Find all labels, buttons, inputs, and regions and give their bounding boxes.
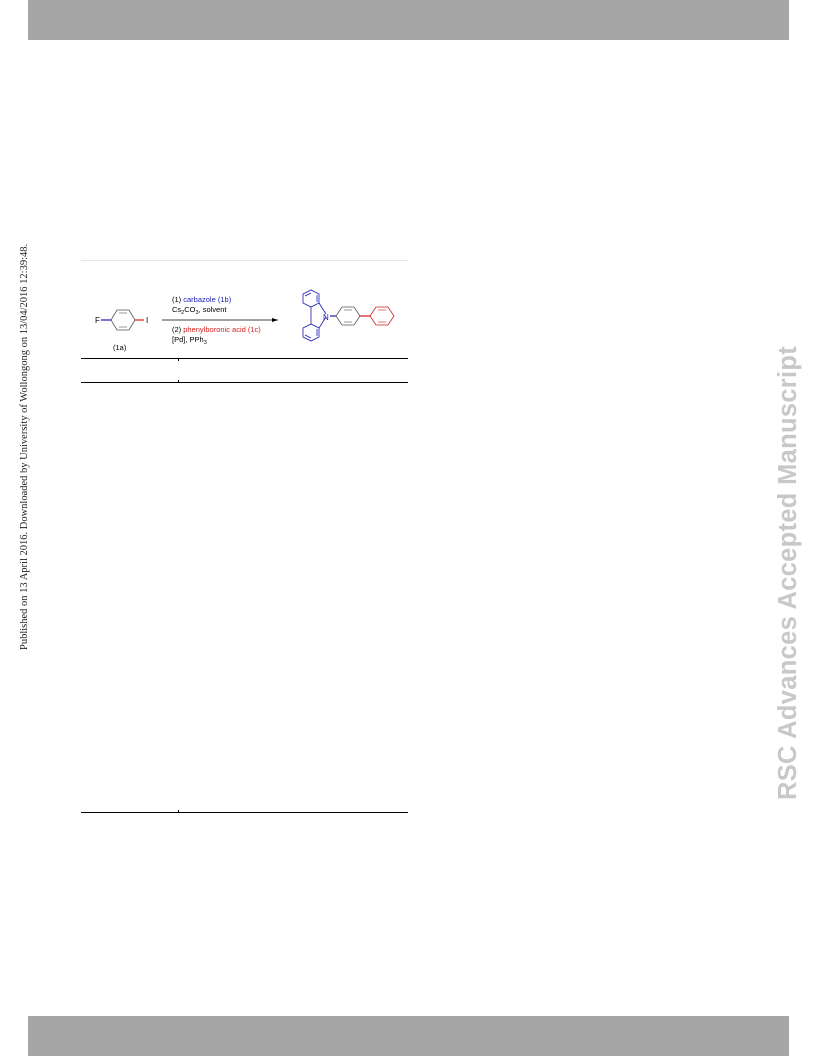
- column-divider: [178, 810, 179, 813]
- fluorine-atom: F: [95, 316, 100, 325]
- column-divider: [178, 358, 179, 361]
- column-divider: [178, 380, 179, 383]
- step2-text: (2) phenylboronic acid (1c): [172, 325, 261, 334]
- carbazole-unit: [302, 289, 327, 342]
- table-top-rule: [81, 260, 408, 261]
- header-band: [28, 0, 789, 40]
- footer-band: [28, 1016, 789, 1056]
- iodine-atom: I: [146, 316, 148, 325]
- step1-conditions: Cs2CO3, solvent: [172, 305, 227, 316]
- reactant-1a: F I (1a): [95, 309, 148, 352]
- nitrogen-atom: N: [323, 313, 329, 322]
- table-bottom-rule: [81, 812, 408, 813]
- terminal-phenyl: [369, 306, 395, 326]
- step2-conditions: [Pd], PPh3: [172, 335, 207, 346]
- reaction-scheme: F I (1a) (1) carbazole (1b) Cs2CO3, solv…: [95, 289, 395, 352]
- table-header-rule: [81, 358, 408, 359]
- arrow-head-icon: [272, 318, 278, 322]
- product-molecule: N: [302, 289, 395, 342]
- reactant-label: (1a): [113, 343, 127, 352]
- reaction-conditions: (1) carbazole (1b) Cs2CO3, solvent (2) p…: [162, 295, 278, 346]
- step1-text: (1) carbazole (1b): [172, 295, 232, 304]
- table-subheader-rule: [81, 382, 408, 383]
- accepted-manuscript-watermark: RSC Advances Accepted Manuscript: [774, 345, 802, 800]
- publication-note: Published on 13 April 2016. Downloaded b…: [19, 243, 30, 650]
